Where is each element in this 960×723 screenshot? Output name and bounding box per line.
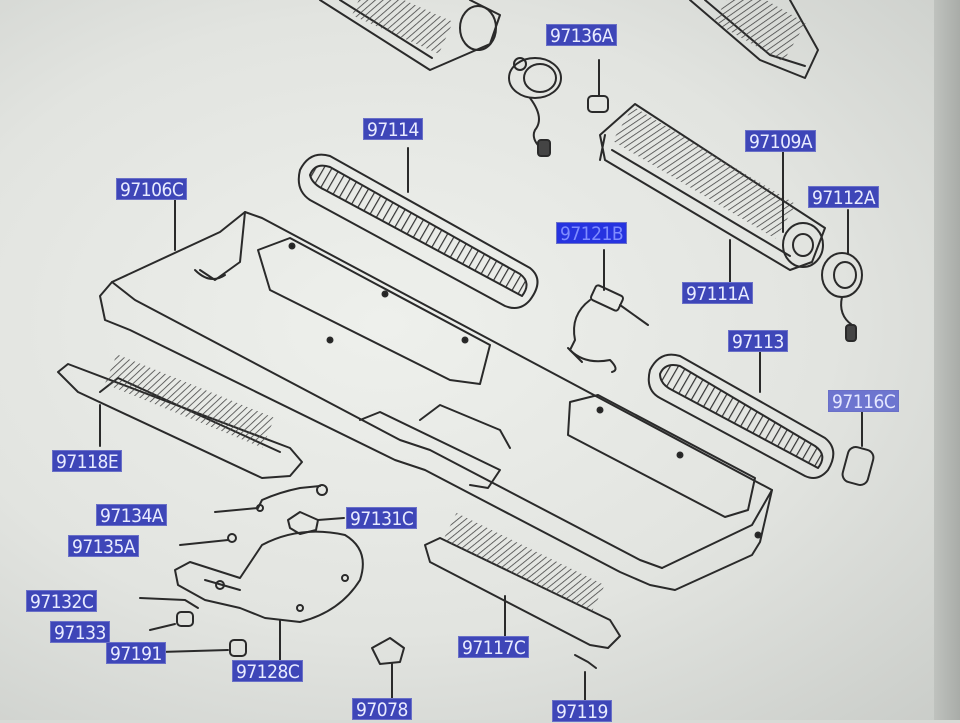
callout-97131C: 97131C <box>346 507 418 530</box>
main-housing-tray <box>99 195 773 591</box>
air-filter-upper <box>297 147 539 309</box>
callout-97109A: 97109A <box>745 130 817 153</box>
callout-97121B: 97121B <box>556 222 628 245</box>
motor-right <box>821 209 863 342</box>
callout-97132C: 97132C <box>26 590 98 613</box>
callout-97111A: 97111A <box>682 282 754 305</box>
callout-97114: 97114 <box>363 118 423 141</box>
mode-door-plate <box>174 530 364 661</box>
callout-97134A: 97134A <box>96 504 168 527</box>
callout-97117C: 97117C <box>458 636 530 659</box>
monitor-bezel <box>934 0 960 720</box>
retaining-clip <box>371 637 405 699</box>
callout-97128C: 97128C <box>232 660 304 683</box>
callout-97113: 97113 <box>728 330 788 353</box>
wiring-and-fasteners <box>139 484 345 657</box>
heater-core <box>599 103 826 285</box>
air-filter-lower <box>647 349 835 479</box>
motor-upper <box>508 57 609 157</box>
right-duct <box>424 512 621 649</box>
upper-right-blower-assembly <box>689 0 819 79</box>
callout-97116C: 97116C <box>828 390 900 413</box>
callout-97135A: 97135A <box>68 535 140 558</box>
callout-97106C: 97106C <box>116 178 188 201</box>
small-clip <box>841 411 875 486</box>
sensor-harness <box>567 249 649 373</box>
callout-97136A: 97136A <box>546 24 618 47</box>
callout-97119: 97119 <box>552 700 612 723</box>
left-duct <box>57 354 303 479</box>
callout-97133: 97133 <box>50 621 110 644</box>
callout-97191: 97191 <box>106 642 166 665</box>
callout-97112A: 97112A <box>808 186 880 209</box>
upper-left-blower-assembly <box>319 0 501 71</box>
callout-97078: 97078 <box>352 698 412 721</box>
spring-clip <box>574 654 597 703</box>
callout-97118E: 97118E <box>52 450 123 473</box>
